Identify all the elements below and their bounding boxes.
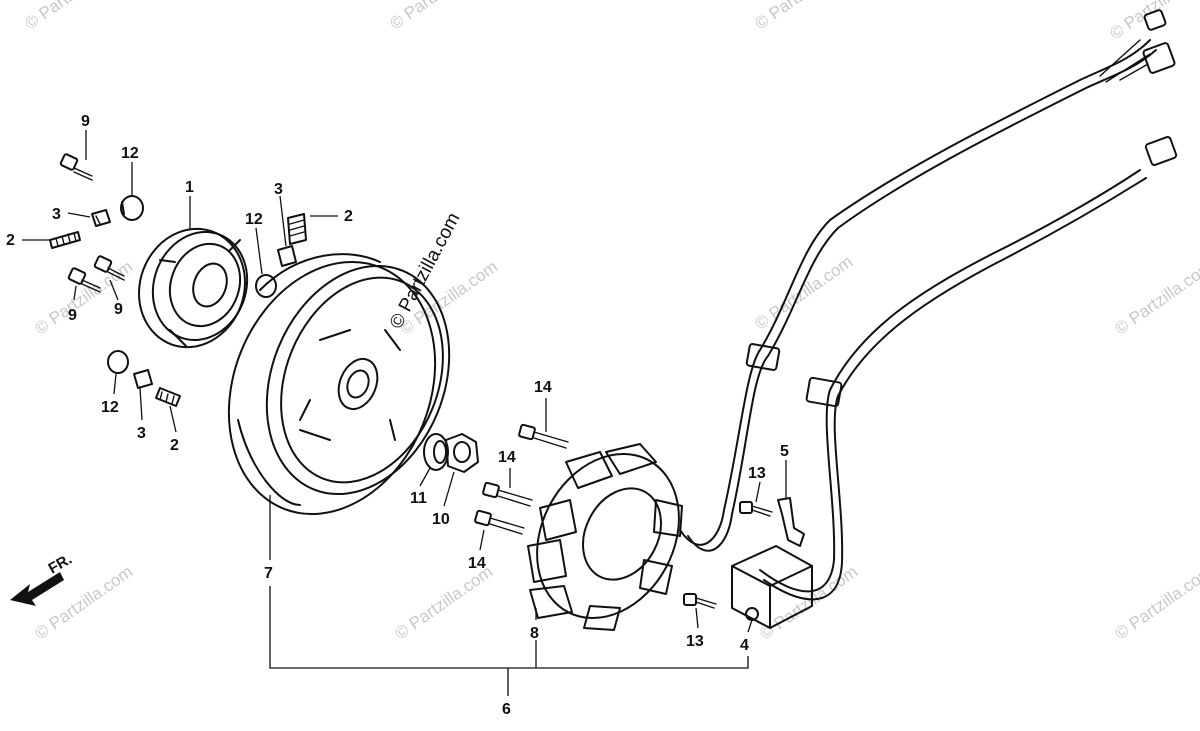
- callout-2: 2: [170, 437, 179, 454]
- callout-10: 10: [432, 511, 450, 528]
- callout-9: 9: [114, 301, 123, 318]
- callout-9: 9: [81, 113, 90, 130]
- spring-2-middle: [287, 213, 307, 245]
- bolt-14-bottom: [474, 509, 525, 535]
- leader-lines: [22, 130, 787, 696]
- front-label: FR.: [46, 551, 75, 578]
- callout-12: 12: [121, 145, 139, 162]
- bolt-14-middle: [482, 481, 533, 507]
- front-arrow-icon: [10, 572, 64, 606]
- bolt-13-upper: [739, 501, 773, 517]
- bolt-9-middle: [67, 255, 125, 293]
- bolt-9-upper: [59, 153, 93, 181]
- watermark: © Partzilla.com: [751, 252, 856, 333]
- watermark: © Partzilla.com: [756, 562, 861, 643]
- callout-9: 9: [68, 307, 77, 324]
- washer-11: [423, 433, 449, 471]
- watermark: © Partzilla.com: [751, 0, 856, 33]
- pin-3-middle: [277, 245, 297, 267]
- watermark-group: © Partzilla.com © Partzilla.com © Partzi…: [21, 0, 1200, 643]
- callout-12: 12: [245, 211, 263, 228]
- watermark: © Partzilla.com: [31, 562, 136, 643]
- callout-14: 14: [498, 449, 516, 466]
- watermark: © Partzilla.com: [1106, 0, 1200, 43]
- cap-12-upper: [120, 195, 144, 221]
- spring-2-lower: [155, 387, 181, 407]
- watermark: © Partzilla.com: [31, 257, 136, 338]
- spring-2-left: [49, 231, 81, 249]
- callout-14: 14: [468, 555, 486, 572]
- nut-10: [445, 433, 479, 473]
- callout-13: 13: [686, 633, 704, 650]
- wiring-harness: [679, 9, 1178, 601]
- callout-3: 3: [137, 425, 146, 442]
- callout-labels: 9 12 1 3 2 9 9 12 3 2 12 3 2 7 11 10 14 …: [6, 113, 789, 718]
- stator-8: [527, 443, 683, 631]
- callout-6: 6: [502, 701, 511, 718]
- flywheel-rotor-7: [227, 253, 451, 516]
- pin-3-lower: [133, 369, 153, 389]
- pin-3-upper: [91, 209, 111, 227]
- callout-1: 1: [185, 179, 194, 196]
- callout-7: 7: [264, 565, 273, 582]
- callout-14: 14: [534, 379, 552, 396]
- bolt-14-top: [518, 423, 569, 449]
- callout-2: 2: [6, 232, 15, 249]
- callout-12: 12: [101, 399, 119, 416]
- callout-3: 3: [274, 181, 283, 198]
- bolt-13-lower: [683, 593, 717, 609]
- watermark: © Partzilla.com: [1111, 257, 1200, 338]
- callout-3: 3: [52, 206, 61, 223]
- callout-4: 4: [740, 637, 749, 654]
- watermark: © Partzilla.com: [21, 0, 126, 33]
- cap-12-lower: [107, 350, 129, 374]
- watermark: © Partzilla.com: [1111, 562, 1200, 643]
- bracket-5: [777, 497, 805, 547]
- callout-13: 13: [748, 465, 766, 482]
- watermark: © Partzilla.com: [386, 0, 491, 33]
- callout-5: 5: [780, 443, 789, 460]
- callout-11: 11: [410, 490, 427, 507]
- callout-8: 8: [530, 625, 539, 642]
- cap-12-middle: [255, 274, 277, 298]
- watermark: © Partzilla.com: [391, 562, 496, 643]
- front-arrow: FR.: [10, 551, 75, 606]
- starter-clutch-1: [138, 227, 249, 349]
- callout-2: 2: [344, 208, 353, 225]
